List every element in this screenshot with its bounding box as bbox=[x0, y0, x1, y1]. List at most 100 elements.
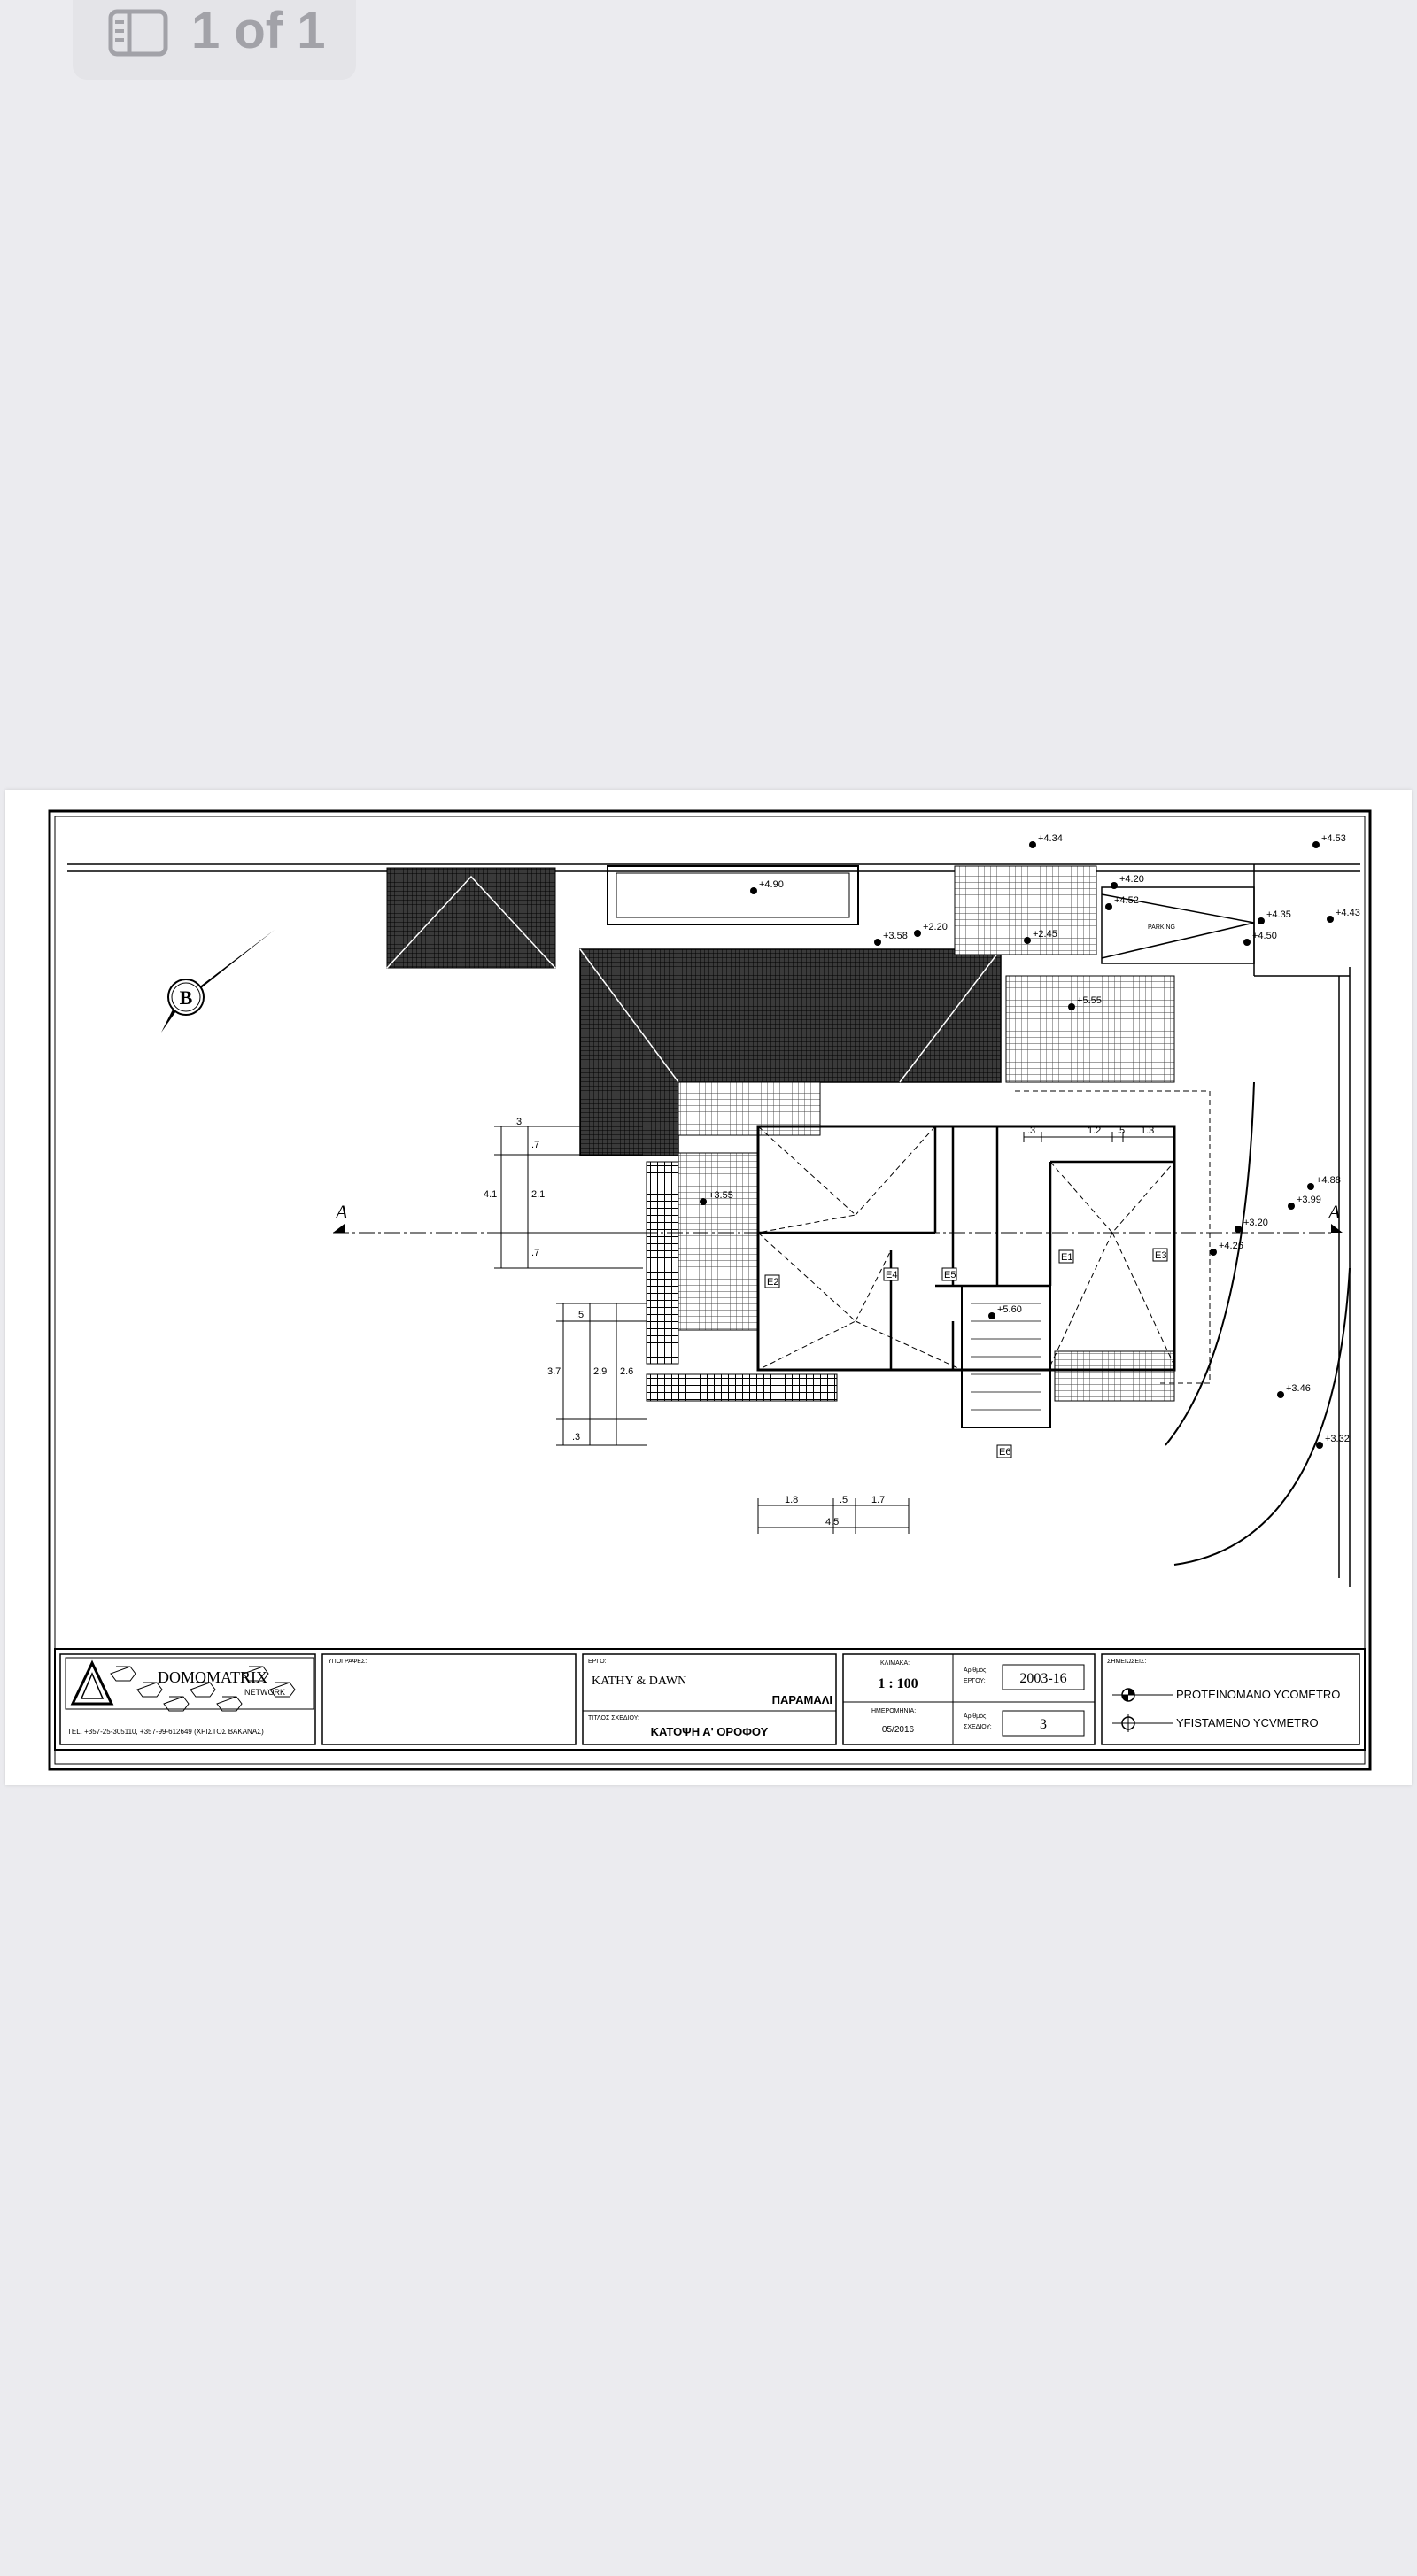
room-tag: E3 bbox=[1152, 1248, 1168, 1262]
scale-value: 1 : 100 bbox=[878, 1676, 918, 1691]
title-block: DOMOMATRIX NETWORK TEL. +357-25-305110, … bbox=[54, 1648, 1366, 1751]
level-markers: +4.34 +4.53 +4.90 +4.20 +4.52 +4.35 +4.4… bbox=[700, 833, 1360, 1449]
svg-text:1.2: 1.2 bbox=[1088, 1126, 1101, 1136]
signatures-label: ΥΠΟΓΡΑΦΕΣ: bbox=[328, 1659, 367, 1665]
room-tags: E5 E2 E3 E4 E1 E6 bbox=[764, 1248, 1168, 1458]
level-marker: +3.32 bbox=[1316, 1434, 1350, 1449]
document-page: PARKING A A B +4.34 +4.53 +4.90 bbox=[5, 790, 1412, 1785]
room-tag: E5 bbox=[941, 1267, 957, 1281]
svg-text:.5: .5 bbox=[1117, 1126, 1125, 1136]
svg-text:+4.35: +4.35 bbox=[1266, 909, 1291, 920]
room-tag: E6 bbox=[996, 1444, 1012, 1458]
svg-text:E6: E6 bbox=[999, 1447, 1010, 1458]
svg-text:+4.20: +4.20 bbox=[1119, 874, 1144, 885]
level-marker: +4.26 bbox=[1210, 1241, 1243, 1256]
svg-text:1.3: 1.3 bbox=[1141, 1126, 1154, 1136]
svg-text:A: A bbox=[1327, 1201, 1341, 1223]
svg-text:+4.53: +4.53 bbox=[1321, 833, 1346, 844]
level-marker: +2.20 bbox=[914, 922, 948, 937]
level-marker: +3.58 bbox=[874, 931, 908, 946]
level-marker: +4.43 bbox=[1327, 908, 1360, 923]
svg-text:PARKING: PARKING bbox=[1148, 924, 1175, 931]
svg-text:DOMOMATRIX: DOMOMATRIX bbox=[158, 1668, 267, 1686]
drawing-frame-outer bbox=[48, 809, 1372, 1771]
svg-text:E1: E1 bbox=[1061, 1252, 1072, 1263]
drawing-title: ΚΑΤΟΨΗ Α' ΟΡΟΦΟΥ bbox=[651, 1725, 769, 1738]
date-value: 05/2016 bbox=[882, 1725, 915, 1735]
company-logo: DOMOMATRIX NETWORK bbox=[65, 1657, 314, 1712]
room-tag: E1 bbox=[1058, 1249, 1074, 1264]
pergola bbox=[646, 1161, 679, 1365]
svg-text:4.5: 4.5 bbox=[825, 1517, 839, 1528]
svg-text:+4.34: +4.34 bbox=[1038, 833, 1063, 844]
sidebar-toggle-icon[interactable] bbox=[108, 9, 168, 57]
svg-text:+3.32: +3.32 bbox=[1325, 1434, 1350, 1444]
svg-text:.5: .5 bbox=[840, 1495, 848, 1505]
pool bbox=[607, 865, 859, 925]
balcony-tiles bbox=[1054, 1350, 1175, 1402]
driveway-curve bbox=[1165, 1081, 1351, 1566]
pergola-bottom bbox=[646, 1373, 838, 1402]
house-walls bbox=[756, 1125, 1176, 1428]
svg-text:B: B bbox=[180, 986, 193, 1009]
dimensions-top-right: .3 1.2 .5 1.3 bbox=[1023, 1126, 1175, 1142]
level-marker: +5.55 bbox=[1068, 995, 1102, 1010]
svg-text:.3: .3 bbox=[1027, 1126, 1035, 1136]
svg-text:+5.55: +5.55 bbox=[1077, 995, 1102, 1006]
svg-text:1.8: 1.8 bbox=[785, 1495, 798, 1505]
roof-small bbox=[386, 867, 556, 969]
level-marker: +3.55 bbox=[700, 1190, 733, 1205]
level-marker: +3.46 bbox=[1277, 1383, 1311, 1398]
level-marker: +4.52 bbox=[1105, 895, 1139, 910]
svg-text:+4.88: +4.88 bbox=[1316, 1175, 1341, 1186]
level-marker: +4.90 bbox=[750, 879, 784, 894]
legend-existing-level-icon bbox=[1112, 1714, 1173, 1732]
svg-text:+4.90: +4.90 bbox=[759, 879, 784, 890]
level-marker: +4.53 bbox=[1312, 833, 1346, 848]
svg-text:.3: .3 bbox=[514, 1117, 522, 1127]
svg-text:ΣΧΕΔΙΟΥ:: ΣΧΕΔΙΟΥ: bbox=[964, 1724, 992, 1730]
project-no-label: Αριθμός bbox=[964, 1667, 987, 1674]
svg-text:2.6: 2.6 bbox=[620, 1366, 633, 1377]
svg-text:.7: .7 bbox=[531, 1248, 539, 1258]
svg-text:1.7: 1.7 bbox=[871, 1495, 885, 1505]
svg-text:+5.60: +5.60 bbox=[997, 1304, 1022, 1315]
project-no: 2003-16 bbox=[1019, 1671, 1066, 1686]
date-label: ΗΜΕΡΟΜΗΝΙΑ: bbox=[871, 1708, 916, 1714]
room-tag: E4 bbox=[883, 1267, 899, 1281]
parking: PARKING bbox=[1101, 886, 1255, 964]
north-arrow: B bbox=[161, 930, 275, 1033]
architectural-drawing: PARKING A A B +4.34 +4.53 +4.90 bbox=[48, 809, 1372, 1771]
level-marker: +4.50 bbox=[1243, 931, 1277, 946]
svg-text:3.7: 3.7 bbox=[547, 1366, 561, 1377]
level-marker: +4.20 bbox=[1111, 874, 1144, 889]
svg-text:.5: .5 bbox=[576, 1310, 584, 1320]
drawing-frame-inner bbox=[54, 816, 1366, 1765]
svg-text:E2: E2 bbox=[767, 1277, 778, 1288]
project-name: KATHY & DAWN bbox=[592, 1675, 686, 1688]
svg-text:.7: .7 bbox=[531, 1140, 539, 1150]
svg-text:+2.20: +2.20 bbox=[923, 922, 948, 932]
level-marker: +4.35 bbox=[1258, 909, 1291, 924]
page-count-text: 1 of 1 bbox=[191, 2, 326, 59]
dimensions-left-upper: .3 .7 2.1 .7 4.1 bbox=[484, 1117, 643, 1269]
company-phone: TEL. +357-25-305110, +357-99-612649 (ΧΡΙ… bbox=[67, 1728, 264, 1736]
level-marker: +5.60 bbox=[988, 1304, 1022, 1319]
dimensions-bottom: 1.8 .5 1.7 4.5 bbox=[757, 1495, 910, 1534]
svg-text:ΕΡΓΟΥ:: ΕΡΓΟΥ: bbox=[964, 1678, 986, 1684]
level-marker: +3.20 bbox=[1235, 1218, 1268, 1233]
svg-text:+4.50: +4.50 bbox=[1252, 931, 1277, 941]
page-indicator[interactable]: 1 of 1 bbox=[73, 0, 356, 80]
scale-label: ΚΛΙΜΑΚΑ: bbox=[880, 1660, 910, 1667]
level-marker: +4.88 bbox=[1307, 1175, 1341, 1190]
section-marker-right: A bbox=[1327, 1201, 1343, 1233]
terrace-right bbox=[1005, 975, 1175, 1083]
svg-text:NETWORK: NETWORK bbox=[244, 1688, 285, 1697]
svg-text:+3.99: +3.99 bbox=[1297, 1195, 1321, 1205]
level-marker: +2.45 bbox=[1024, 929, 1057, 944]
legend-proposed-level-icon bbox=[1112, 1688, 1173, 1702]
svg-text:E3: E3 bbox=[1155, 1250, 1166, 1261]
svg-text:4.1: 4.1 bbox=[484, 1189, 497, 1200]
svg-text:+2.45: +2.45 bbox=[1033, 929, 1057, 940]
section-marker-left: A bbox=[333, 1201, 348, 1233]
